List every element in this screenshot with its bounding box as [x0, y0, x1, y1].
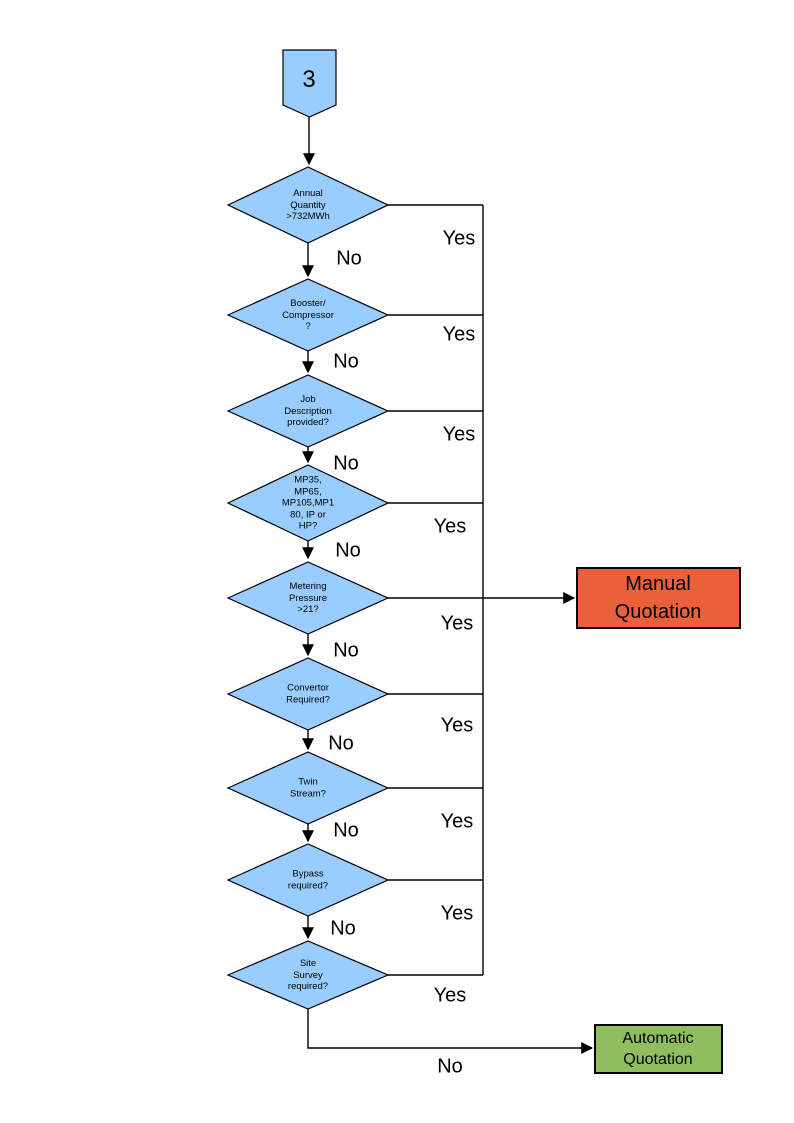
yes-label-3: Yes — [442, 423, 476, 446]
decision-shape-annual-quantity — [226, 166, 390, 244]
yes-label-7: Yes — [440, 810, 474, 833]
decision-shape-job-description — [226, 374, 390, 448]
decision-shape-bypass — [226, 843, 390, 917]
decision-label-convertor: Convertor Required? — [286, 682, 330, 706]
decision-label-site-survey: Site Survey required? — [287, 957, 329, 992]
yes-label-4: Yes — [433, 515, 467, 538]
decision-shape-meter-type — [226, 464, 390, 542]
outcome-label-manual-quotation: Manual Quotation — [614, 573, 702, 623]
decision-shape-metering-pressure — [226, 561, 390, 635]
flow-arrow-no-to-automatic-quotation — [307, 1009, 594, 1054]
yes-label-6: Yes — [440, 714, 474, 737]
no-label-6: No — [328, 732, 354, 755]
no-label-1: No — [336, 247, 362, 270]
decision-label-job-description: Job Description provided? — [284, 393, 332, 428]
decision-label-metering-pressure: Metering Pressure >21? — [288, 580, 327, 615]
outcome-label-automatic-quotation: Automatic Quotation — [622, 1030, 694, 1068]
no-label-4: No — [335, 539, 361, 562]
decision-label-twin-stream: Twin Stream? — [290, 776, 326, 800]
decision-label-meter-type: MP35, MP65, MP105,MP1 80, IP or HP? — [281, 474, 335, 532]
no-label-2: No — [333, 350, 359, 373]
no-label-5: No — [333, 639, 359, 662]
no-label-8: No — [330, 917, 356, 940]
yes-label-2: Yes — [442, 323, 476, 346]
yes-label-9: Yes — [433, 984, 467, 1007]
decision-shape-booster-compressor — [226, 278, 390, 352]
no-label-9: No — [437, 1055, 463, 1078]
no-label-3: No — [333, 452, 359, 475]
decision-label-booster-compressor: Booster/ Compressor ? — [282, 297, 334, 332]
yes-label-8: Yes — [440, 902, 474, 925]
yes-label-1: Yes — [442, 227, 476, 250]
outcome-shape-automatic-quotation — [594, 1024, 723, 1074]
outcome-shape-manual-quotation — [576, 567, 741, 629]
decision-shape-site-survey — [226, 940, 390, 1010]
offpage-connector-shape — [282, 49, 337, 118]
decision-shape-convertor — [226, 657, 390, 731]
no-label-7: No — [333, 819, 359, 842]
offpage-connector-label: 3 — [302, 66, 316, 93]
yes-label-5: Yes — [440, 612, 474, 635]
decision-label-bypass: Bypass required? — [287, 868, 329, 892]
decision-shape-twin-stream — [226, 751, 390, 825]
decision-label-annual-quantity: Annual Quantity >732MWh — [286, 187, 330, 222]
